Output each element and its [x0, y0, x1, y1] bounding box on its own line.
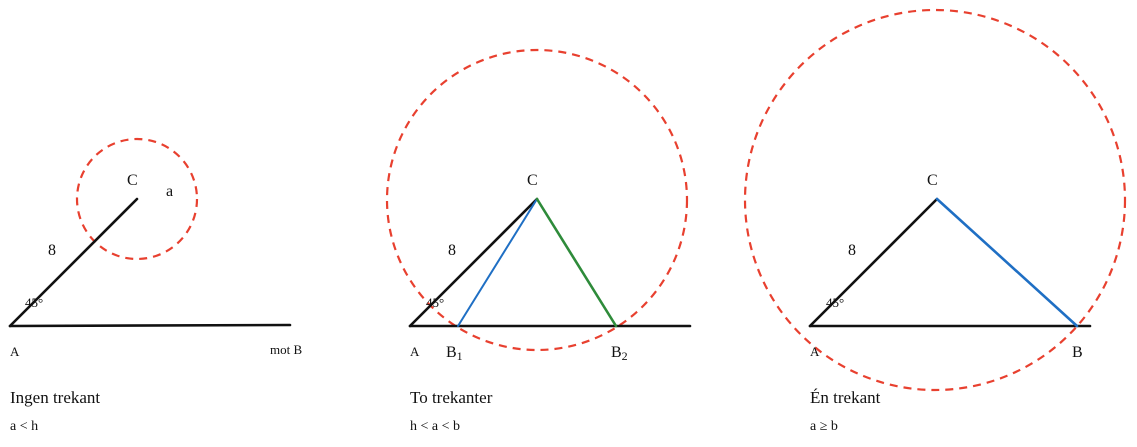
toward-b-label: mot B	[270, 342, 302, 357]
angle-label: 45°	[25, 295, 43, 310]
case-condition: a < h	[10, 419, 38, 434]
vertex-b2-label: B2	[611, 344, 628, 363]
side-b-line	[808, 197, 939, 328]
panel-one-triangle: C 8 45° A B Én trekant a ≥ b	[743, 8, 1127, 434]
case-caption: To trekanter	[410, 388, 493, 407]
vertex-c-label: C	[927, 172, 938, 189]
vertex-b-label: B	[1072, 344, 1083, 361]
panel-no-triangle: C a 8 45° A mot B Ingen trekant a < h	[8, 137, 302, 434]
angle-label: 45°	[426, 295, 444, 310]
b1-letter: B	[446, 344, 457, 361]
vertex-c-label: C	[127, 172, 138, 189]
panel-two-triangles: C 8 45° A B1 B2 To trekanter h < a < b	[385, 48, 692, 434]
base-line	[8, 323, 292, 328]
side-length-label: 8	[448, 242, 456, 259]
case-caption: Én trekant	[810, 388, 881, 407]
vertex-a-label: A	[810, 344, 820, 359]
radius-a-circle	[385, 48, 689, 352]
radius-a-label: a	[166, 183, 173, 200]
b1-subscript: 1	[457, 349, 463, 363]
radius-a-circle	[743, 8, 1127, 392]
vertex-b1-label: B1	[446, 344, 463, 363]
b2-letter: B	[611, 344, 622, 361]
vertex-a-label: A	[410, 344, 420, 359]
side-length-label: 8	[48, 242, 56, 259]
b2-subscript: 2	[622, 349, 628, 363]
angle-label: 45°	[826, 295, 844, 310]
side-length-label: 8	[848, 242, 856, 259]
vertex-c-label: C	[527, 172, 538, 189]
side-a-to-b-line	[935, 197, 1079, 328]
side-a-to-b2-line	[535, 197, 618, 328]
radius-a-circle	[75, 137, 199, 261]
case-condition: h < a < b	[410, 419, 460, 434]
side-b-line	[8, 197, 139, 328]
case-caption: Ingen trekant	[10, 388, 100, 407]
side-b-line	[408, 197, 539, 328]
side-a-to-b1-line	[457, 198, 538, 327]
vertex-a-label: A	[10, 344, 20, 359]
case-condition: a ≥ b	[810, 419, 838, 434]
